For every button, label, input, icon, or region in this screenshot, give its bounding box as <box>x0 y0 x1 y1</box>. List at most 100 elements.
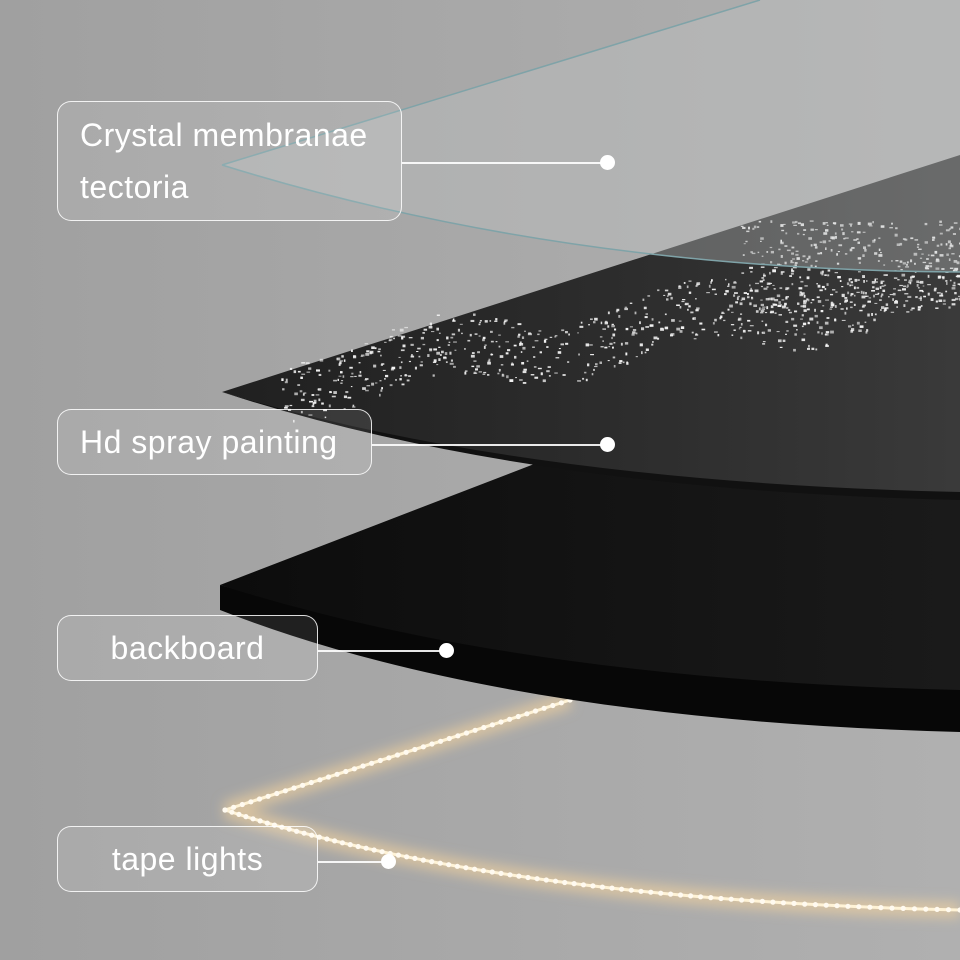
speckle <box>878 254 883 257</box>
speckle <box>380 364 383 366</box>
speckle <box>850 224 852 227</box>
speckle <box>791 270 795 273</box>
speckle <box>312 402 317 404</box>
led-dot <box>923 906 929 912</box>
speckle <box>853 286 856 290</box>
speckle <box>511 326 515 329</box>
speckle <box>364 379 368 381</box>
speckle <box>590 318 593 320</box>
speckle <box>785 333 787 335</box>
speckle <box>404 326 408 329</box>
speckle <box>433 359 437 363</box>
speckle <box>333 379 337 382</box>
led-dot <box>222 807 228 813</box>
speckle <box>717 334 720 337</box>
speckle <box>446 336 449 340</box>
speckle <box>956 261 960 265</box>
led-dot <box>543 877 549 883</box>
speckle <box>799 293 804 297</box>
speckle <box>522 382 527 384</box>
speckle <box>590 354 594 356</box>
speckle <box>936 292 941 294</box>
speckle <box>611 323 614 325</box>
speckle <box>889 294 894 296</box>
speckle <box>378 348 381 350</box>
speckle <box>815 260 818 262</box>
speckle <box>754 289 759 293</box>
speckle <box>428 326 433 329</box>
speckle <box>343 359 346 362</box>
speckle <box>487 374 490 376</box>
speckle <box>618 315 621 318</box>
led-dot <box>239 801 245 808</box>
speckle <box>533 366 537 368</box>
speckle <box>830 293 834 296</box>
speckle <box>419 364 423 367</box>
speckle <box>951 303 956 306</box>
speckle <box>874 252 878 255</box>
speckle <box>872 239 876 243</box>
speckle <box>849 301 853 303</box>
speckle <box>863 246 866 250</box>
speckle <box>528 332 532 334</box>
speckle <box>809 317 814 321</box>
speckle <box>696 282 701 285</box>
speckle <box>806 257 809 261</box>
speckle <box>429 322 432 326</box>
speckle <box>897 279 900 281</box>
speckle <box>308 367 312 370</box>
speckle <box>599 361 602 364</box>
crystal-glass-layer <box>221 0 960 273</box>
speckle <box>418 355 421 358</box>
speckle <box>747 319 751 322</box>
speckle <box>761 255 764 257</box>
speckle <box>305 362 310 365</box>
led-dot <box>279 824 285 830</box>
speckle <box>919 257 923 259</box>
speckle <box>728 283 730 286</box>
speckle <box>914 262 916 265</box>
speckle <box>834 305 837 308</box>
speckle <box>866 280 868 282</box>
speckle <box>645 348 649 351</box>
speckle <box>343 408 346 410</box>
speckle <box>319 358 324 362</box>
speckle <box>393 337 395 340</box>
speckle <box>874 313 877 316</box>
speckle <box>864 321 867 323</box>
speckle <box>902 285 907 288</box>
led-dot <box>334 771 340 777</box>
led-dot <box>282 788 288 794</box>
speckle <box>755 310 759 313</box>
led-dot <box>394 752 401 758</box>
speckle <box>379 393 381 397</box>
speckle <box>819 289 823 292</box>
speckle <box>904 279 907 281</box>
speckle <box>893 277 898 279</box>
speckle <box>774 299 779 302</box>
speckle <box>488 358 491 362</box>
speckle <box>438 332 441 334</box>
speckle <box>690 311 694 314</box>
led-dot <box>236 811 242 818</box>
speckle <box>814 229 818 231</box>
speckle <box>695 334 699 336</box>
speckle <box>809 220 814 222</box>
speckle <box>670 333 675 336</box>
speckle <box>957 283 960 285</box>
speckle <box>714 331 718 333</box>
speckle <box>490 340 494 343</box>
led-dot <box>463 865 469 871</box>
speckle <box>395 379 397 381</box>
speckle <box>731 285 736 289</box>
leader-back <box>318 650 446 652</box>
speckle <box>932 239 935 241</box>
speckle <box>907 295 912 298</box>
speckle <box>825 229 829 232</box>
speckle <box>910 259 913 263</box>
speckle <box>830 303 835 307</box>
speckle <box>798 287 803 290</box>
speckle <box>915 296 918 299</box>
speckle <box>565 331 568 334</box>
led-dot <box>472 866 478 872</box>
